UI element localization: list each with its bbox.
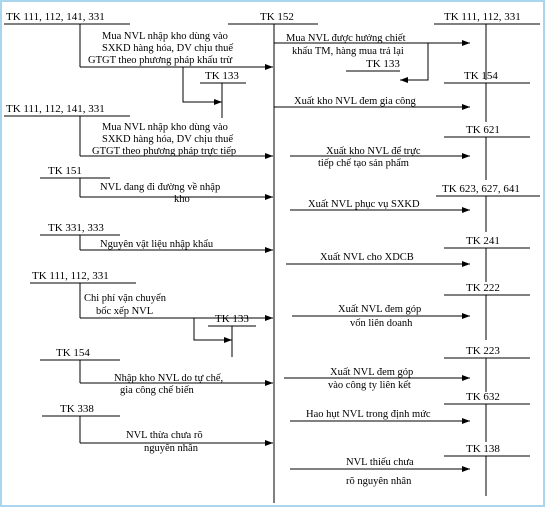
flow-chiet-khau-line2: khấu TM, hàng mua trả lại [292, 46, 404, 57]
right-account-241-label: TK 241 [466, 235, 500, 247]
left-account-111-c: TK 111, 112, 331 [30, 270, 136, 318]
right-account-223: TK 223 [444, 345, 530, 392]
flow-mua-truc-tiep: Mua NVL nhập kho dùng vào SXKD hàng hóa,… [80, 122, 273, 159]
flow-lien-ket-line1: Xuất NVL đem góp [330, 367, 413, 378]
left-account-151-label: TK 151 [48, 165, 82, 177]
flow-mua-truc-tiep-line2: SXKD hàng hóa, DV chịu thuế [102, 134, 233, 145]
left-account-111-a: TK 111, 112, 141, 331 [4, 11, 130, 67]
flow-mua-khau-tru-line1: Mua NVL nhập kho dùng vào [102, 31, 228, 42]
right-account-222-label: TK 222 [466, 282, 500, 294]
flow-thieu-line1: NVL thiếu chưa [346, 457, 414, 468]
left-account-331-333: TK 331, 333 [40, 222, 120, 250]
flow-vat-khau-tru-arrow [182, 67, 222, 105]
flow-sxkd: Xuất NVL phục vụ SXKD [290, 199, 470, 213]
right-account-133: TK 133 [346, 43, 429, 83]
left-account-338-label: TK 338 [60, 403, 94, 415]
flow-chiet-khau: Mua NVL được hưởng chiết khấu TM, hàng m… [274, 33, 470, 57]
right-account-222: TK 222 [444, 282, 530, 340]
flow-di-duong-line2: kho [174, 194, 190, 205]
right-account-623-label: TK 623, 627, 641 [442, 183, 520, 195]
left-account-331-333-label: TK 331, 333 [48, 222, 104, 234]
left-account-111-a-label: TK 111, 112, 141, 331 [6, 11, 105, 23]
flow-lien-doanh-line2: vốn liên doanh [350, 318, 413, 329]
flow-tu-che: Nhập kho NVL do tự chế, gia công chế biế… [80, 373, 273, 396]
flow-lien-doanh: Xuất NVL đem góp vốn liên doanh [292, 304, 470, 329]
right-account-621-label: TK 621 [466, 124, 500, 136]
right-account-154-label: TK 154 [464, 70, 498, 82]
center-account-label: TK 152 [260, 11, 294, 23]
right-account-138: TK 138 [444, 443, 530, 496]
flow-sxkd-label: Xuất NVL phục vụ SXKD [308, 199, 420, 210]
flow-thua: NVL thừa chưa rõ nguyên nhân [80, 430, 273, 454]
left-account-133-a-label: TK 133 [205, 70, 239, 82]
flow-thua-line2: nguyên nhân [144, 443, 199, 454]
left-account-338: TK 338 [42, 403, 120, 443]
flow-hao-hut: Hao hụt NVL trong định mức [290, 409, 470, 424]
right-account-223-label: TK 223 [466, 345, 500, 357]
flow-di-duong: NVL đang đi đường về nhập kho [80, 182, 273, 205]
left-account-154-label: TK 154 [56, 347, 90, 359]
flow-truc-tiep-line2: tiếp chế tạo sản phẩm [318, 158, 409, 169]
flow-gia-cong-label: Xuất kho NVL đem gia công [294, 96, 417, 107]
flow-tu-che-line1: Nhập kho NVL do tự chế, [114, 373, 223, 384]
flow-mua-khau-tru-line2: SXKD hàng hóa, DV chịu thuế [102, 43, 233, 54]
flow-hao-hut-label: Hao hụt NVL trong định mức [306, 409, 431, 420]
flow-mua-khau-tru: Mua NVL nhập kho dùng vào SXKD hàng hóa,… [80, 31, 273, 105]
flow-truc-tiep-line1: Xuất kho NVL để trực [326, 146, 421, 157]
flow-van-chuyen-line1: Chi phí vận chuyển [84, 293, 167, 304]
left-account-111-b: TK 111, 112, 141, 331 [4, 103, 130, 156]
flow-mua-khau-tru-line3: GTGT theo phương pháp khấu trừ [88, 55, 232, 66]
flow-gia-cong: Xuất kho NVL đem gia công [274, 96, 470, 110]
flow-vat-chiet-khau-arrow [400, 43, 429, 83]
flow-mua-truc-tiep-line1: Mua NVL nhập kho dùng vào [102, 122, 228, 133]
flow-chiet-khau-line1: Mua NVL được hưởng chiết [286, 33, 406, 44]
right-account-632-label: TK 632 [466, 391, 500, 403]
flow-tu-che-line2: gia công chế biến [120, 385, 195, 396]
left-account-133-a: TK 133 [200, 70, 246, 118]
left-account-133-c-label: TK 133 [215, 313, 249, 325]
flow-vat-van-chuyen-arrow [193, 318, 232, 343]
flow-lien-ket: Xuất NVL đem góp vào công ty liên kết [284, 367, 470, 391]
flow-lien-ket-line2: vào công ty liên kết [328, 380, 411, 391]
left-account-111-c-label: TK 111, 112, 331 [32, 270, 109, 282]
flow-van-chuyen-line2: bốc xếp NVL [96, 306, 153, 317]
right-account-138-label: TK 138 [466, 443, 500, 455]
flow-thieu-line2: rõ nguyên nhân [346, 476, 412, 487]
flow-nhap-khau: Nguyên vật liệu nhập khẩu [80, 239, 273, 253]
right-account-241: TK 241 [444, 235, 530, 282]
flow-thieu: NVL thiếu chưa rõ nguyên nhân [290, 457, 470, 487]
flow-lien-doanh-line1: Xuất NVL đem góp [338, 304, 421, 315]
right-account-154: TK 154 [444, 70, 530, 122]
left-account-151: TK 151 [40, 165, 110, 197]
left-account-133-c: TK 133 [208, 313, 256, 357]
right-account-621: TK 621 [444, 124, 530, 180]
right-account-632: TK 632 [444, 391, 530, 442]
right-account-111: TK 111, 112, 331 [434, 11, 540, 80]
right-account-623: TK 623, 627, 641 [436, 183, 540, 232]
flow-nhap-khau-label: Nguyên vật liệu nhập khẩu [100, 239, 214, 250]
flow-mua-truc-tiep-line3: GTGT theo phương pháp trực tiếp [92, 146, 236, 157]
flow-xdcb: Xuất NVL cho XDCB [286, 252, 470, 267]
flow-xdcb-label: Xuất NVL cho XDCB [320, 252, 414, 263]
flow-di-duong-line1: NVL đang đi đường về nhập [100, 182, 220, 193]
flow-truc-tiep: Xuất kho NVL để trực tiếp chế tạo sản ph… [290, 146, 470, 169]
flow-van-chuyen: Chi phí vận chuyển bốc xếp NVL [80, 293, 273, 343]
flow-thua-line1: NVL thừa chưa rõ [126, 430, 203, 441]
left-account-154: TK 154 [40, 347, 120, 383]
center-account: TK 152 [228, 11, 318, 503]
right-account-133-label: TK 133 [366, 58, 400, 70]
left-account-111-b-label: TK 111, 112, 141, 331 [6, 103, 105, 115]
right-account-111-label: TK 111, 112, 331 [444, 11, 521, 23]
